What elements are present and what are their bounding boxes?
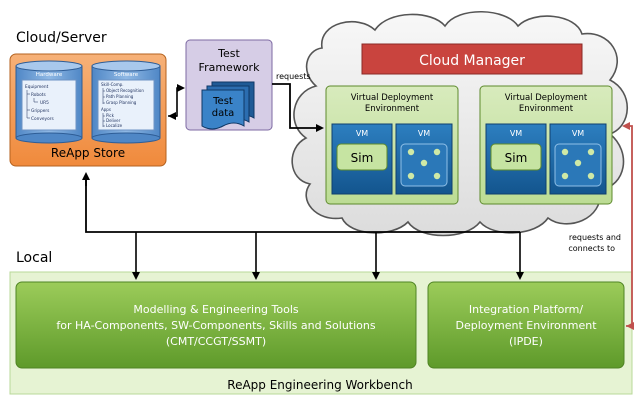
software-tree-panel [97,79,155,131]
sim-box[interactable] [336,143,388,171]
test-data-line1: Test [212,96,233,107]
sw-tree-item: Path Planning [106,94,134,99]
software-cylinder-top [91,60,161,72]
vm-label: VM [356,129,368,138]
hw-tree-lines [26,90,38,119]
node-dot [420,159,428,167]
sw-tree-item: Skill-Comp. [101,82,124,87]
node-dot [433,172,441,180]
tools-line3: (CMT/CCGT/SSMT) [166,335,266,348]
sw-tree-item: Object Recognition [106,88,144,93]
cloud-manager-label: Cloud Manager [419,53,525,69]
hardware-tree-panel [21,79,77,131]
ipde-line1: Integration Platform/ [469,303,583,316]
test-data-doc [201,89,245,130]
vm-label: VM [510,129,522,138]
sim-label: Sim [351,151,374,165]
hardware-label: Hardware [36,72,63,78]
workbench-label: ReApp Engineering Workbench [227,378,412,392]
vm-label: VM [418,129,430,138]
test-framework-line1: Test [217,47,240,60]
ipde-line2: Deployment Environment [455,319,597,332]
store-test-connector [168,84,185,117]
sim-box[interactable] [490,143,542,171]
hardware-cylinder-bottom [15,132,83,144]
reapp-store-label: ReApp Store [51,146,125,160]
env-left-line1: Virtual Deployment [351,93,434,103]
requests-arrow [272,83,324,132]
sw-tree-item: Pick [106,113,115,118]
hw-tree-item: Robots [31,92,46,98]
node-dot [574,159,582,167]
sw-tree-item: Grasp Planning [106,100,137,105]
software-label: Software [114,72,139,78]
ipde-box[interactable] [427,281,625,369]
tools-line2: for HA-Components, SW-Components, Skills… [56,319,375,332]
requests-connects-line2: connects to [568,244,615,253]
node-dot [433,148,441,156]
node-dot [587,148,595,156]
local-title: Local [16,250,52,266]
sw-tree-item: Localize [106,123,123,128]
env-right-line2: Environment [519,104,574,114]
test-data-line2: data [212,108,235,119]
node-dot [561,148,569,156]
cloud-manager-box[interactable] [361,43,583,75]
sw-tree-lines [102,88,105,127]
software-cylinder-bottom [91,132,161,144]
sw-tree-item: Deliver [106,118,121,123]
tools-line1: Modelling & Engineering Tools [133,303,299,316]
env-right-line1: Virtual Deployment [505,93,588,103]
node-dot [561,172,569,180]
node-dot [587,172,595,180]
sw-tree-item: Apps [101,107,111,112]
requests-label: requests [276,72,311,81]
vm-label: VM [572,129,584,138]
requests-connects-line1: requests and [569,233,621,242]
modelling-tools-box[interactable] [15,281,417,369]
hw-tree-item: Grippers [31,108,50,114]
cloud-server-title: Cloud/Server [16,30,107,46]
env-left-line2: Environment [365,104,420,114]
node-dot [407,172,415,180]
sim-label: Sim [505,151,528,165]
hw-tree-item: Conveyors [31,116,54,122]
ipde-line3: (IPDE) [509,335,543,348]
hw-tree-item: UR5 [40,100,49,106]
node-dot [407,148,415,156]
hardware-cylinder-top [15,60,83,72]
hw-tree-item: Equipment [25,84,49,90]
test-framework-line2: Framework [199,61,261,74]
